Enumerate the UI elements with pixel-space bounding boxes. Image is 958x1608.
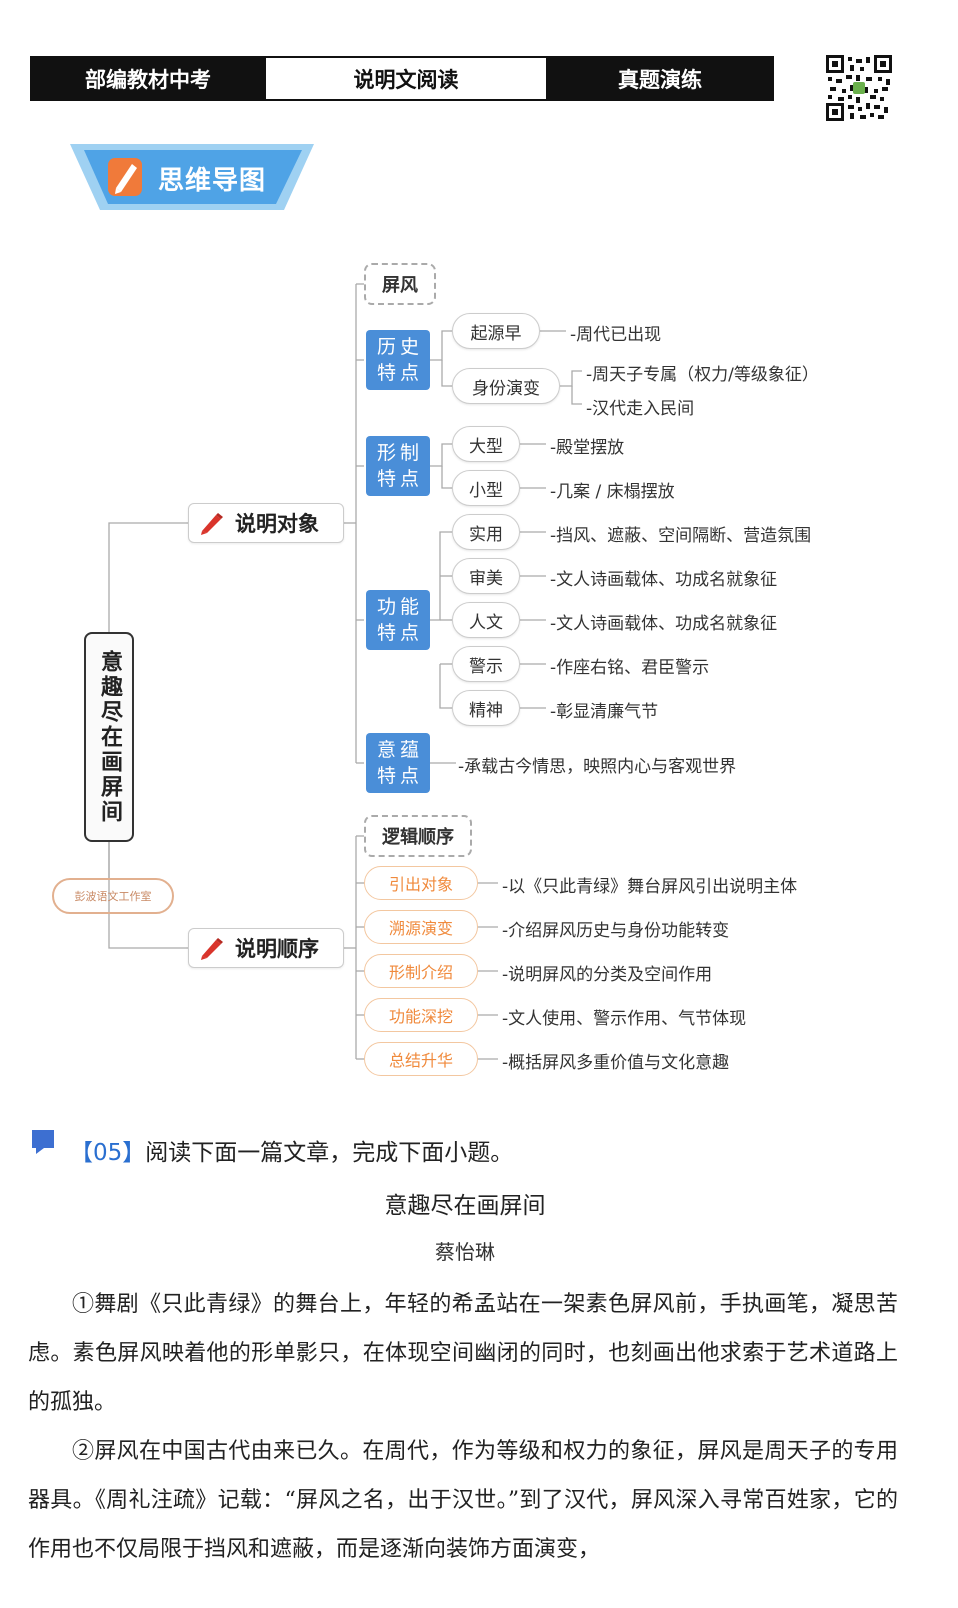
article-title: 意趣尽在画屏间	[384, 1193, 546, 1219]
node-function-humanistic: 人文	[452, 602, 520, 638]
header-center: 说明文阅读	[264, 58, 548, 99]
leaf-form-small: -几案 / 床榻摆放	[550, 482, 675, 502]
node-logical-order: 逻辑顺序	[364, 815, 472, 857]
leaf-function-warning: -作座右铭、君臣警示	[550, 658, 710, 678]
node-function: 功能特点	[366, 590, 430, 650]
qr-code-icon	[826, 55, 892, 121]
leaf-order-form: -说明屏风的分类及空间作用	[502, 965, 713, 985]
node-history: 历史特点	[366, 330, 430, 390]
question-number: 【05】	[70, 1140, 146, 1166]
leaf-order-introduce: -以《只此青绿》舞台屏风引出说明主体	[502, 877, 798, 897]
node-function-practical: 实用	[452, 514, 520, 550]
leaf-history-status-2: -汉代走入民间	[586, 399, 695, 419]
leaf-order-origin: -介绍屏风历史与身份功能转变	[502, 921, 730, 941]
leaf-history-origin: -周代已出现	[570, 325, 662, 345]
article-author: 蔡怡琳	[435, 1240, 495, 1264]
node-explain-object-label: 说明对象	[235, 512, 319, 536]
article-paragraph-2: ②屏风在中国古代由来已久。在周代，作为等级和权力的象征，屏风是周天子的专用器具。…	[28, 1439, 898, 1562]
node-meaning: 意蕴特点	[366, 733, 430, 793]
header-left: 部编教材中考	[32, 58, 264, 99]
leaf-meaning: -承载古今情思，映照内心与客观世界	[458, 757, 737, 777]
leaf-history-status-1: -周天子专属（权力/等级象征）	[586, 365, 819, 385]
bookmark-icon	[32, 1130, 54, 1154]
pencil-icon	[201, 938, 223, 960]
leaf-order-function: -文人使用、警示作用、气节体现	[502, 1009, 747, 1029]
leaf-order-summary: -概括屏风多重价值与文化意趣	[502, 1053, 730, 1073]
header-right: 真题演练	[548, 58, 772, 99]
leaf-function-spirit: -彰显清廉气节	[550, 702, 659, 722]
node-order-summary: 总结升华	[364, 1042, 478, 1076]
node-order-origin: 溯源演变	[364, 910, 478, 944]
node-order-form: 形制介绍	[364, 954, 478, 988]
node-explain-order: 说明顺序	[188, 928, 344, 968]
mindmap-connectors	[108, 283, 582, 1060]
leaf-function-humanistic: -文人诗画载体、功成名就象征	[550, 614, 778, 634]
article-paragraph-1: ①舞剧《只此青绿》的舞台上，年轻的希孟站在一架素色屏风前，手执画笔，凝思苦虑。素…	[28, 1292, 898, 1415]
banner-label: 思维导图	[158, 166, 267, 196]
node-order-function: 功能深挖	[364, 998, 478, 1032]
node-explain-object: 说明对象	[188, 503, 344, 543]
studio-stamp: 彭波语文工作室	[52, 878, 174, 914]
question-heading: 【05】阅读下面一篇文章，完成下面小题。	[70, 1133, 513, 1167]
node-subject-screen: 屏风	[364, 263, 436, 305]
node-function-aesthetic: 审美	[452, 558, 520, 594]
mindmap-banner	[70, 144, 314, 210]
leaf-function-practical: -挡风、遮蔽、空间隔断、营造氛围	[550, 526, 812, 546]
pencil-icon	[201, 513, 223, 535]
header-bar: 部编教材中考 说明文阅读 真题演练	[30, 56, 774, 101]
node-form-large: 大型	[452, 426, 520, 462]
node-explain-order-label: 说明顺序	[235, 937, 319, 961]
node-history-status: 身份演变	[452, 368, 560, 404]
node-form-small: 小型	[452, 470, 520, 506]
node-function-spirit: 精神	[452, 690, 520, 726]
node-order-introduce: 引出对象	[364, 866, 478, 900]
mindmap-root: 意趣尽在画屏间	[84, 632, 134, 842]
leaf-function-aesthetic: -文人诗画载体、功成名就象征	[550, 570, 778, 590]
node-function-warning: 警示	[452, 646, 520, 682]
question-prompt: 阅读下面一篇文章，完成下面小题。	[145, 1140, 514, 1166]
node-history-origin: 起源早	[452, 313, 540, 349]
leaf-form-large: -殿堂摆放	[550, 438, 625, 458]
node-form: 形制特点	[366, 436, 430, 496]
